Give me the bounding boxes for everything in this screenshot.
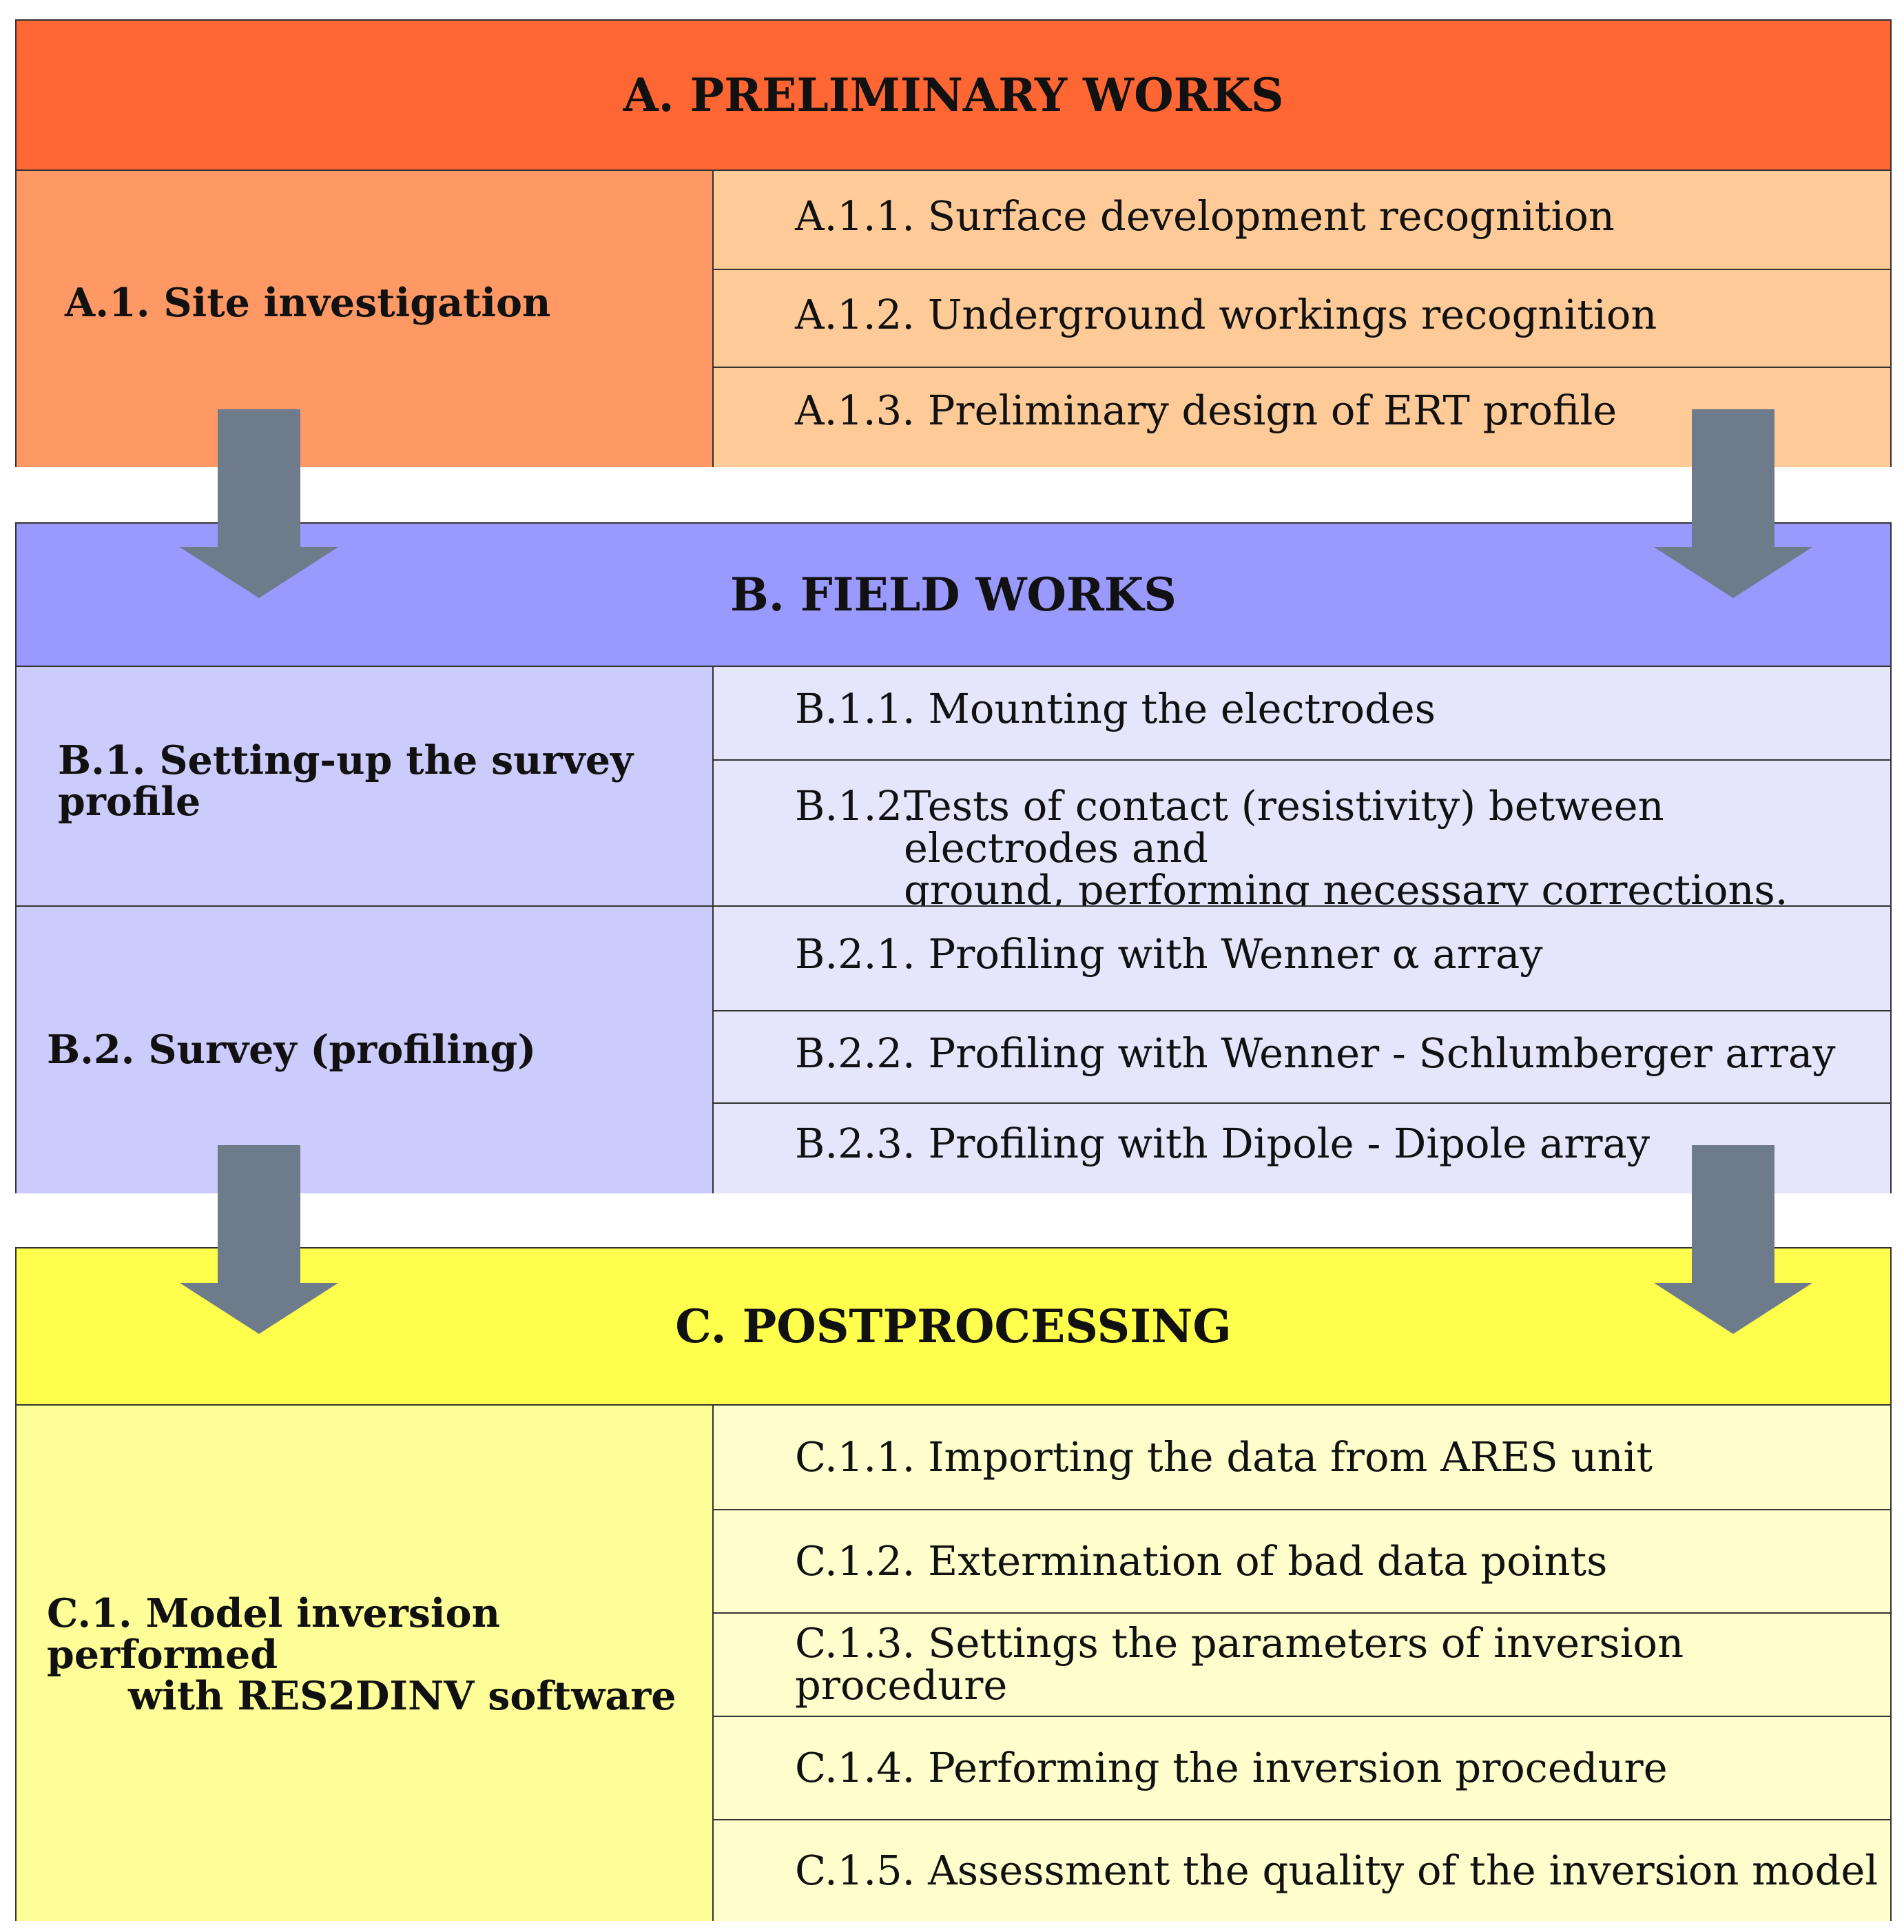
- arrow-down-icon: [180, 1145, 338, 1334]
- group-b1-label: B.1. Setting-up the survey profile: [17, 667, 714, 905]
- group-a1-label: A.1. Site investigation: [17, 171, 714, 467]
- step-c12: C.1.2. Extermination of bad data points: [714, 1509, 1890, 1612]
- step-b12: B.1.2. Tests of contact (resistivity) be…: [714, 759, 1890, 910]
- section-b: B. FIELD WORKS B.1. Setting-up the surve…: [15, 522, 1892, 1193]
- arrow-down-icon: [1654, 1145, 1812, 1334]
- step-b12-line2: ground, performing necessary corrections…: [904, 865, 1788, 914]
- step-a12: A.1.2. Underground workings recognition: [714, 269, 1890, 367]
- step-b22: B.2.2. Profiling with Wenner - Schlumber…: [714, 1010, 1890, 1102]
- group-c1-label-text: C.1. Model inversion performed with RES2…: [47, 1593, 712, 1717]
- step-c14: C.1.4. Performing the inversion procedur…: [714, 1716, 1890, 1819]
- step-c13: C.1.3. Settings the parameters of invers…: [714, 1612, 1890, 1716]
- section-c: C. POSTPROCESSING C.1. Model inversion p…: [15, 1247, 1892, 1921]
- step-b12-number: B.1.2.: [795, 782, 915, 830]
- step-b21: B.2.1. Profiling with Wenner α array: [714, 905, 1890, 1010]
- group-c1-label: C.1. Model inversion performed with RES2…: [17, 1406, 714, 1921]
- arrow-down-icon: [180, 409, 338, 598]
- arrow-down-icon: [1654, 409, 1812, 598]
- step-c15: C.1.5. Assessment the quality of the inv…: [714, 1819, 1890, 1921]
- section-a: A. PRELIMINARY WORKS A.1. Site investiga…: [15, 19, 1892, 467]
- step-b12-text: Tests of contact (resistivity) between e…: [904, 785, 1890, 911]
- step-a11: A.1.1. Surface development recognition: [714, 171, 1890, 269]
- step-b11: B.1.1. Mounting the electrodes: [714, 667, 1890, 759]
- group-c1-label-line1: C.1. Model inversion performed: [47, 1590, 501, 1678]
- section-a-title: A. PRELIMINARY WORKS: [17, 21, 1890, 171]
- step-b12-line1: Tests of contact (resistivity) between e…: [904, 782, 1664, 872]
- step-c11: C.1.1. Importing the data from ARES unit: [714, 1406, 1890, 1509]
- group-b2-label: B.2. Survey (profiling): [17, 905, 714, 1193]
- section-c-title: C. POSTPROCESSING: [17, 1248, 1890, 1406]
- group-c1-label-line2: with RES2DINV software: [128, 1672, 676, 1719]
